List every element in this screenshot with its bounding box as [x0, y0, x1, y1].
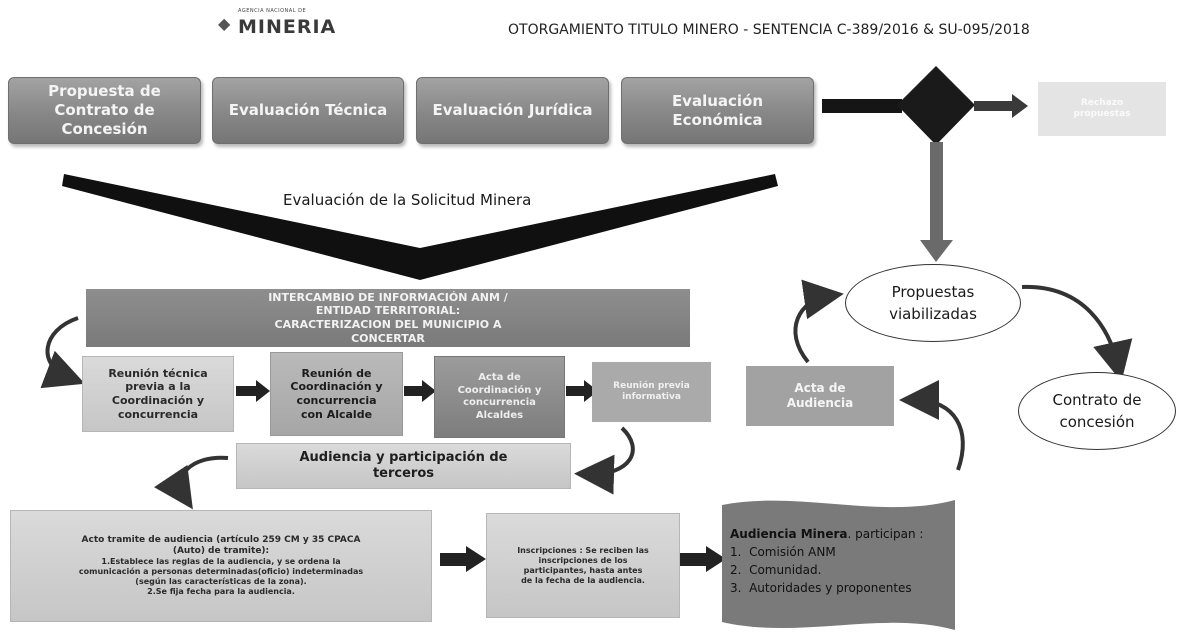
- curve-previa-to-audiencia: [574, 426, 635, 495]
- page-title: OTORGAMIENTO TITULO MINERO - SENTENCIA C…: [508, 22, 1030, 38]
- acto-tramite-line2: 2.Se fija fecha para la audiencia.: [147, 587, 295, 597]
- curve-audiencia-to-acto: [154, 455, 229, 510]
- acto-tramite-line1: 1.Establece las reglas de la audiencia, …: [78, 557, 364, 587]
- curve-minera-to-acta: [899, 380, 965, 471]
- funnel-label: Evaluación de la Solicitud Minera: [283, 191, 532, 209]
- logo-icon: ◆: [218, 14, 231, 33]
- audiencia-minera-title-rest: . participan :: [847, 527, 924, 541]
- block-arrow-2: [404, 380, 436, 402]
- block-arrow-4: [440, 546, 486, 572]
- step-evaluacion-tecnica: Evaluación Técnica: [212, 77, 404, 144]
- list-item: 3. Autoridades y proponentes: [730, 581, 912, 595]
- arrow-to-propuestas-head: [920, 240, 953, 262]
- arrow-to-rechazo-head: [1012, 94, 1028, 118]
- decision-diamond: [897, 66, 975, 145]
- step-reunion-tecnica: Reunión técnica previa a la Coordinación…: [82, 356, 234, 432]
- contrato-concesion: Contrato de concesión: [1018, 372, 1176, 450]
- rechazo-propuestas: Rechazo propuestas: [1038, 82, 1166, 136]
- block-arrow-5: [680, 546, 726, 572]
- step-propuesta-contrato: Propuesta de Contrato de Concesión: [8, 77, 201, 144]
- list-item: 2. Comunidad.: [730, 563, 822, 577]
- inscripciones-box: Inscripciones : Se reciben las inscripci…: [486, 513, 680, 618]
- audiencia-minera-shape: [722, 500, 955, 630]
- acta-audiencia: Acta de Audiencia: [746, 366, 894, 426]
- audiencia-minera-text: Audiencia Minera. participan : 1. Comisi…: [730, 527, 952, 595]
- step-evaluacion-economica: Evaluación Económica: [621, 77, 814, 144]
- curve-propuestas-to-contrato: [1021, 284, 1133, 382]
- list-item: 1. Comisión ANM: [730, 545, 836, 559]
- curve-acta-to-propuestas: [793, 279, 844, 364]
- curve-left-intercambio: [40, 316, 85, 389]
- arrow-to-propuestas-shaft: [930, 142, 943, 242]
- acto-tramite-title: Acto tramite de audiencia (artículo 259 …: [81, 534, 361, 556]
- block-arrow-1: [236, 380, 270, 402]
- step-evaluacion-juridica: Evaluación Jurídica: [416, 77, 609, 144]
- funnel-shape: [62, 174, 778, 280]
- audiencia-participacion: Audiencia y participación de terceros: [236, 443, 571, 489]
- logo-small-text: AGENCIA NACIONAL DE: [238, 8, 307, 14]
- intercambio-bar: INTERCAMBIO DE INFORMACIÓN ANM / ENTIDAD…: [86, 289, 690, 347]
- audiencia-minera-title: Audiencia Minera. participan :: [730, 527, 952, 541]
- step-acta-coordinacion: Acta de Coordinación y concurrencia Alca…: [434, 356, 565, 438]
- step-reunion-coordinacion: Reunión de Coordinación y concurrencia c…: [270, 352, 403, 436]
- propuestas-viabilizadas: Propuestas viabilizadas: [845, 264, 1021, 342]
- arrow-to-decision: [822, 99, 902, 113]
- logo-main-text: MINERIA: [238, 16, 337, 38]
- logo: ◆ AGENCIA NACIONAL DE MINERIA: [218, 8, 348, 40]
- acto-tramite-box: Acto tramite de audiencia (artículo 259 …: [10, 510, 432, 622]
- block-arrow-3: [566, 380, 598, 402]
- audiencia-minera-title-bold: Audiencia Minera: [730, 527, 848, 541]
- arrow-to-rechazo-shaft: [974, 101, 1014, 111]
- step-reunion-previa: Reunión previa informativa: [592, 362, 711, 422]
